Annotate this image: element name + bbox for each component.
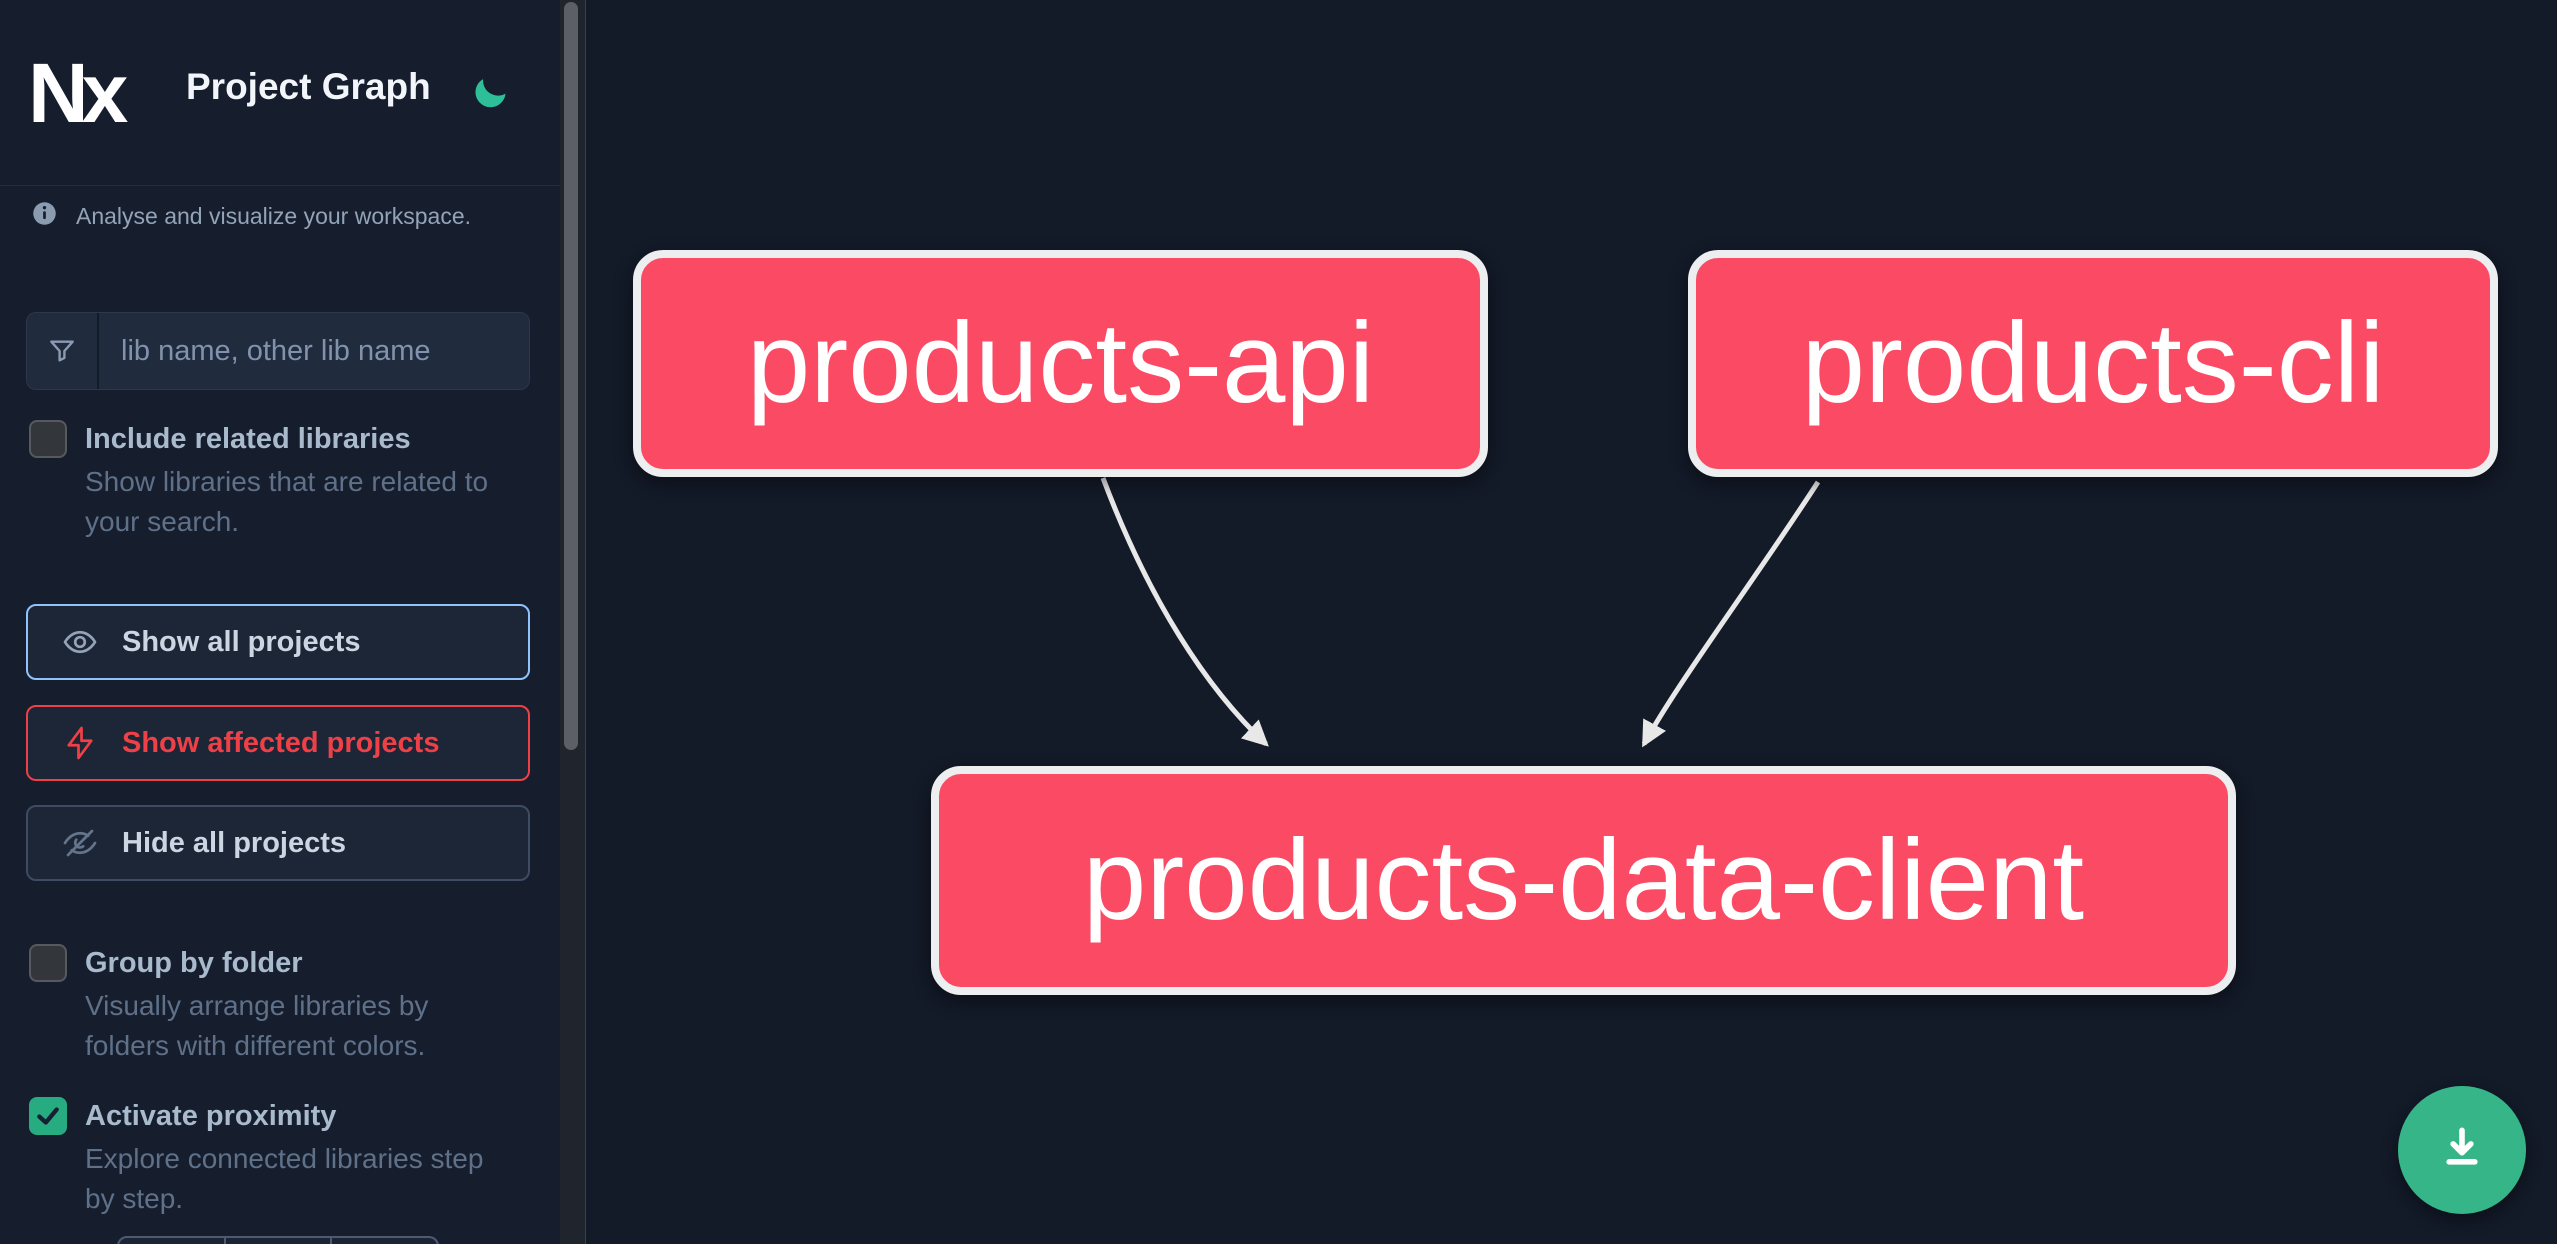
node-products-data-client[interactable]: products-data-client (931, 766, 2236, 995)
download-graph-button[interactable] (2398, 1086, 2526, 1214)
scrollbar-thumb[interactable] (564, 2, 578, 750)
workspace-tagline-row: Analyse and visualize your workspace. (31, 200, 471, 232)
toggle-activate-proximity: Activate proximity Explore connected lib… (29, 1097, 534, 1237)
include-related-checkbox[interactable] (29, 420, 67, 458)
activate-proximity-description: Explore connected libraries step by step… (85, 1143, 484, 1214)
node-products-api[interactable]: products-api (633, 250, 1488, 477)
info-icon (31, 200, 58, 232)
theme-toggle-button[interactable] (466, 70, 514, 118)
segmented-option-1[interactable] (117, 1236, 226, 1244)
segmented-option-2[interactable] (225, 1236, 333, 1244)
sidebar: Nx Project Graph Analyse and visualize y… (0, 0, 560, 1244)
search-input[interactable] (99, 313, 529, 389)
segmented-option-3[interactable] (332, 1236, 440, 1244)
hide-all-projects-button[interactable]: Hide all projects (26, 805, 530, 881)
filter-include-related: Include related libraries Show libraries… (29, 420, 534, 550)
graph-canvas[interactable] (587, 0, 2557, 1244)
eye-icon (62, 624, 98, 660)
group-by-folder-label: Group by folder (85, 947, 303, 979)
activate-proximity-checkbox[interactable] (29, 1097, 67, 1135)
include-related-label: Include related libraries (85, 423, 411, 455)
node-products-cli[interactable]: products-cli (1688, 250, 2498, 477)
hide-all-projects-label: Hide all projects (122, 826, 347, 859)
group-by-folder-checkbox[interactable] (29, 944, 67, 982)
workspace-tagline: Analyse and visualize your workspace. (76, 202, 472, 229)
download-icon (2434, 1121, 2490, 1180)
lightning-icon (62, 725, 98, 761)
page-title: Project Graph (186, 66, 431, 107)
show-all-projects-button[interactable]: Show all projects (26, 604, 530, 680)
group-by-folder-description: Visually arrange libraries by folders wi… (85, 990, 429, 1061)
activate-proximity-label: Activate proximity (85, 1100, 337, 1132)
show-affected-projects-label: Show affected projects (122, 726, 440, 759)
include-related-description: Show libraries that are related to your … (85, 466, 489, 537)
search-box (26, 312, 530, 390)
nx-logo: Nx (28, 46, 128, 140)
funnel-icon (27, 313, 99, 389)
sidebar-header: Nx Project Graph (0, 0, 560, 186)
segmented-control-partial (117, 1236, 440, 1244)
eye-off-icon (62, 825, 98, 861)
sidebar-scrollbar-track[interactable] (560, 0, 586, 1244)
moon-icon (469, 78, 511, 117)
toggle-group-by-folder: Group by folder Visually arrange librari… (29, 944, 534, 1084)
show-all-projects-label: Show all projects (122, 625, 361, 658)
show-affected-projects-button[interactable]: Show affected projects (26, 705, 530, 781)
